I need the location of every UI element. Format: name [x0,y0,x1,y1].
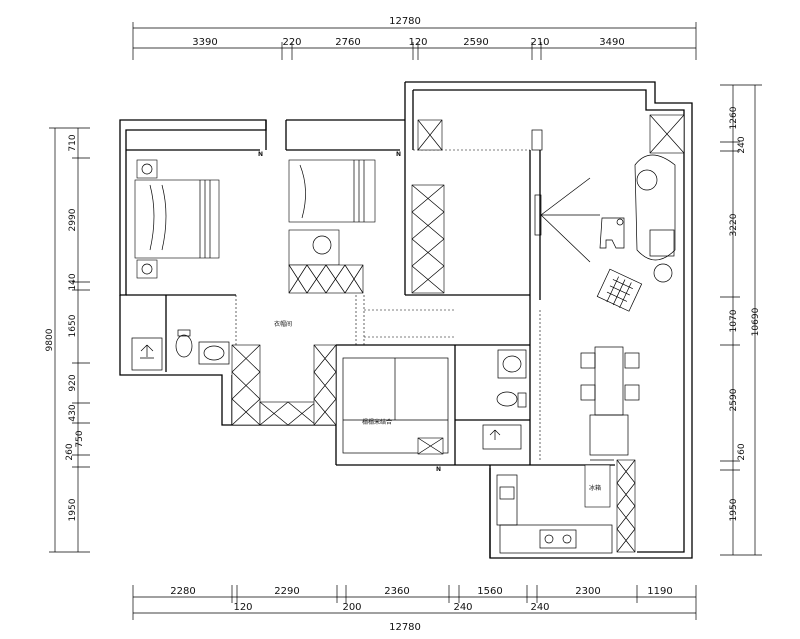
north-marker-2: N [396,151,401,158]
bottom-dimension-8: 240 [530,602,549,613]
left-dimension-chain: 9800 710 2990 140 1650 920 430 750 260 1… [45,127,90,553]
left-dimension-5: 920 [68,374,78,391]
fridge-label: 冰箱 [589,484,601,492]
openings [235,149,684,553]
north-markers: N N N [258,151,441,473]
bottom-dimension-6: 240 [453,602,472,613]
top-dimension-3: 2760 [335,37,360,48]
right-dimension-7: 1950 [729,498,739,521]
north-marker-3: N [436,466,441,473]
bottom-total-dimension: 12780 [389,622,421,633]
bottom-dimension-5: 2360 [384,586,409,597]
left-dimension-4: 1650 [68,314,78,337]
left-dimension-8: 260 [65,443,75,460]
bottom-dimension-7: 1560 [477,586,502,597]
bottom-dimension-2: 120 [233,602,252,613]
bottom-dimension-10: 1190 [647,586,672,597]
living-dining [531,129,676,456]
right-dimension-chain: 1260 240 3220 1070 2590 260 1950 10690 [720,84,762,556]
kitchen [496,459,614,554]
left-dimension-3: 140 [68,273,78,290]
bathroom-fixtures [131,329,527,450]
top-dimension-1: 3390 [192,37,217,48]
top-dimension-4: 120 [408,37,427,48]
bottom-dimension-chain: 2280 120 2290 200 2360 240 1560 240 2300… [132,585,697,633]
right-dimension-6: 260 [737,443,747,460]
top-dimension-6: 210 [530,37,549,48]
left-total-dimension: 9800 [45,328,55,351]
bottom-dimension-1: 2280 [170,586,195,597]
right-total-dimension: 10690 [751,307,761,336]
top-total-dimension: 12780 [389,16,421,27]
right-dimension-4: 1070 [729,309,739,332]
second-bed [288,159,376,266]
top-dimension-2: 220 [282,37,301,48]
bottom-dimension-3: 2290 [274,586,299,597]
left-dimension-9: 1950 [68,498,78,521]
wardrobes [231,114,685,553]
top-dimension-chain: 12780 3390 220 2760 120 2590 210 3490 [132,16,697,60]
left-dimension-2: 2990 [68,208,78,231]
master-bed [134,159,220,279]
right-dimension-1: 1260 [729,106,739,129]
right-dimension-3: 3220 [729,213,739,236]
north-marker-1: N [258,151,263,158]
bottom-dimension-4: 200 [342,602,361,613]
right-dimension-5: 2590 [729,388,739,411]
corridor-label: 衣帽间 [274,320,292,328]
top-dimension-7: 3490 [599,37,624,48]
left-dimension-1: 710 [68,134,78,151]
tatami-room [342,357,449,455]
left-dimension-6: 430 [68,404,78,421]
left-dimension-7: 750 [75,430,85,447]
bottom-dimension-9: 2300 [575,586,600,597]
top-dimension-5: 2590 [463,37,488,48]
study-label: 榻榻米结合 [362,418,392,426]
right-dimension-2: 240 [737,136,747,153]
